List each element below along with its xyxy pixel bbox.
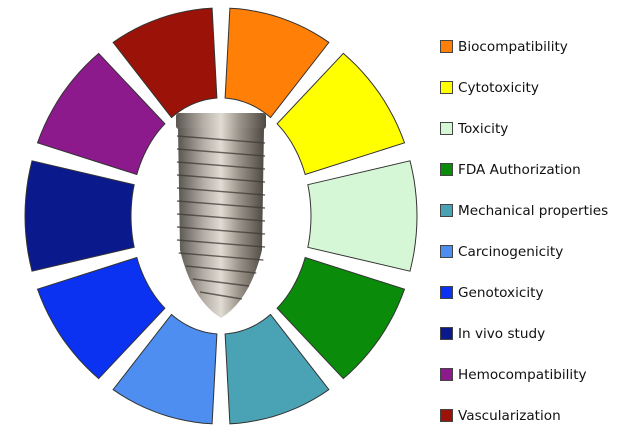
legend-label: In vivo study [458,326,545,342]
legend-item: Biocompatibility [440,26,629,67]
legend-swatch [440,204,453,217]
legend-label: Vascularization [458,408,561,424]
legend-label: Biocompatibility [458,39,568,55]
legend-item: Toxicity [440,108,629,149]
legend-item: Vascularization [440,395,629,436]
legend-swatch [440,368,453,381]
legend-swatch [440,40,453,53]
legend-swatch [440,163,453,176]
segment-in-vivo-study [25,161,134,271]
legend-swatch [440,409,453,422]
legend-label: Cytotoxicity [458,80,539,96]
segment-wheel [0,0,440,426]
legend-item: In vivo study [440,313,629,354]
legend-item: Mechanical properties [440,190,629,231]
legend-label: Toxicity [458,121,508,137]
legend-label: Carcinogenicity [458,244,563,260]
legend-label: Hemocompatibility [458,367,587,383]
legend-item: Genotoxicity [440,272,629,313]
legend-item: Hemocompatibility [440,354,629,395]
legend-label: Mechanical properties [458,203,608,219]
legend: BiocompatibilityCytotoxicityToxicityFDA … [440,26,629,436]
legend-swatch [440,122,453,135]
legend-swatch [440,245,453,258]
legend-label: FDA Authorization [458,162,581,178]
legend-item: Cytotoxicity [440,67,629,108]
legend-swatch [440,327,453,340]
legend-item: FDA Authorization [440,149,629,190]
legend-label: Genotoxicity [458,285,544,301]
segment-toxicity [308,161,417,271]
legend-swatch [440,286,453,299]
legend-swatch [440,81,453,94]
legend-item: Carcinogenicity [440,231,629,272]
